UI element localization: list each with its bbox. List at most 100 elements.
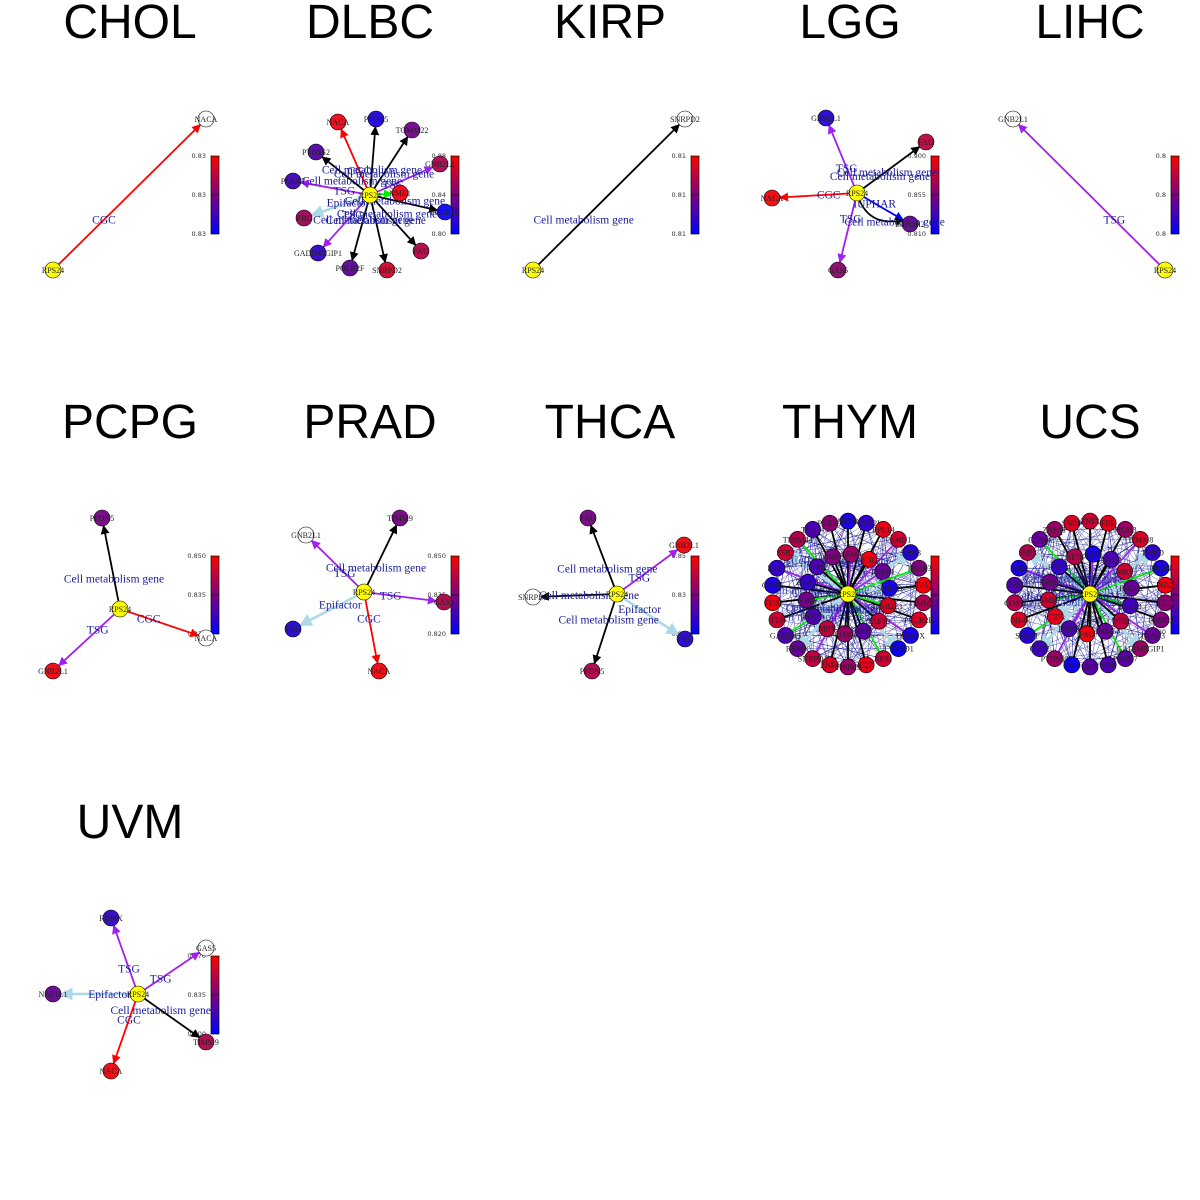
node-circle xyxy=(818,620,836,637)
node-circle xyxy=(890,640,907,657)
node-circle xyxy=(1084,545,1102,563)
node-circle xyxy=(821,656,839,674)
node-label: GADD45 xyxy=(770,631,801,640)
node-circle xyxy=(1132,640,1149,657)
gene-node-ptdss2: PTDSS2 xyxy=(302,143,330,161)
edges xyxy=(58,524,200,667)
gene-node-timm9: TIMM9 xyxy=(193,1033,219,1051)
node-label: C27 xyxy=(1049,613,1062,622)
node-label: FBL xyxy=(286,625,301,634)
edge-label: TSG xyxy=(87,625,109,637)
mesh-edge xyxy=(847,585,924,668)
gene-node-pfdn5: PFDN5 xyxy=(580,662,604,680)
node-label: SSR3 xyxy=(1018,549,1036,558)
node-label: TIMM9 xyxy=(835,663,861,672)
edge xyxy=(847,538,900,595)
gene-node-gnb2l1: GNB2L1 xyxy=(669,536,699,554)
node-label: SNRP xyxy=(1062,519,1083,528)
edge-label: TSG xyxy=(380,590,402,602)
node-label: RPL18 xyxy=(1119,602,1142,611)
edge-fau xyxy=(856,146,921,194)
edges xyxy=(59,924,201,1065)
colorbar-tick-label: 0.84 xyxy=(432,191,446,199)
gene-node-rbmx: RBMX xyxy=(99,909,123,927)
node-circle xyxy=(436,203,454,221)
gene-node: SNRPD1 xyxy=(798,650,828,667)
gene-node: FBL xyxy=(860,551,878,568)
mesh-edge xyxy=(785,539,899,553)
mesh-edge xyxy=(812,529,849,668)
gene-node-timm9: TIMM9 xyxy=(387,509,413,527)
gene-node-polr2f: POLR2F xyxy=(336,259,365,277)
gene-node-naca: NACA xyxy=(195,110,218,128)
edge-label: Cell metabolism gene xyxy=(837,167,937,179)
colorbar-tick-label: 0.900 xyxy=(907,152,926,160)
gene-node: VBL xyxy=(798,591,815,609)
gene-node: PSMB xyxy=(1058,620,1080,637)
center-node: RPS24 xyxy=(837,585,859,603)
mesh-edge xyxy=(1054,529,1121,622)
node-circle xyxy=(1157,594,1174,612)
node-label: RPS24 xyxy=(606,590,628,599)
mesh-edge xyxy=(797,567,920,649)
node-label: GNB2L1 xyxy=(425,160,455,169)
colorbar-tick-label: 0.850 xyxy=(187,552,206,560)
edge xyxy=(847,566,920,595)
node-circle xyxy=(1081,658,1099,676)
colorbar-tick-label: 0.85 xyxy=(672,552,686,560)
node-circle xyxy=(197,1033,215,1051)
node-circle xyxy=(789,640,806,657)
gene-node: PPB xyxy=(1112,612,1130,630)
node-label: FAU xyxy=(916,581,932,590)
node-circle xyxy=(1102,551,1120,568)
edge-gnb2l1 xyxy=(616,548,679,595)
node-label: TOMM22 xyxy=(396,126,429,135)
gene-node: SNRPF xyxy=(1015,627,1040,644)
node-label: TIMM44 xyxy=(783,535,813,544)
gene-node: GNB2L1 xyxy=(873,597,903,615)
node-circle xyxy=(1050,558,1068,576)
gene-node: PSMD1 xyxy=(885,531,911,548)
node-label: COX5 xyxy=(834,630,855,639)
node-circle xyxy=(361,186,379,204)
node-circle xyxy=(875,650,892,667)
node-label: SNRPD1 xyxy=(798,655,828,664)
edge-labels: CGC xyxy=(92,215,116,227)
gene-node: PARK7 xyxy=(1113,650,1138,667)
mesh-edge xyxy=(1039,539,1162,621)
mesh-edge xyxy=(785,619,920,636)
node-circle xyxy=(917,133,935,151)
edge-timm9 xyxy=(137,993,201,1039)
node-label: TIMM9 xyxy=(387,514,413,523)
node-circle xyxy=(1157,576,1174,594)
gene-node: C27 xyxy=(1046,608,1064,625)
node-circle xyxy=(804,608,822,625)
edge-label: CGC xyxy=(817,190,841,202)
node-circle xyxy=(839,585,857,603)
node-circle xyxy=(910,559,928,577)
edge-pfdn5 xyxy=(100,524,121,610)
gene-node: TIMM13 xyxy=(909,594,938,612)
nodes: NPRBPOLR2IRPL14PSMD1SMC3THAP3FAUTIMM13PO… xyxy=(762,512,938,676)
node-circle xyxy=(435,593,453,611)
node-label: TTP xyxy=(770,616,785,625)
node-label: MDH3 xyxy=(1114,525,1137,534)
edge xyxy=(796,592,850,650)
node-circle xyxy=(799,573,817,591)
node-circle xyxy=(890,531,907,548)
node-label: ZNF3 xyxy=(1080,517,1099,526)
node-label: NACA xyxy=(195,115,218,124)
node-circle xyxy=(817,109,835,127)
edge-label: IUPHAR xyxy=(853,198,896,210)
node-circle xyxy=(848,184,866,202)
gene-node: PSMC3 xyxy=(1148,611,1174,629)
node-circle xyxy=(307,143,325,161)
gene-node: ZNHIT xyxy=(1043,521,1067,538)
node-label: NPM2 xyxy=(807,563,828,572)
edge-label: Cell metabolism gene xyxy=(302,176,402,188)
node-label: FBL xyxy=(862,555,877,564)
